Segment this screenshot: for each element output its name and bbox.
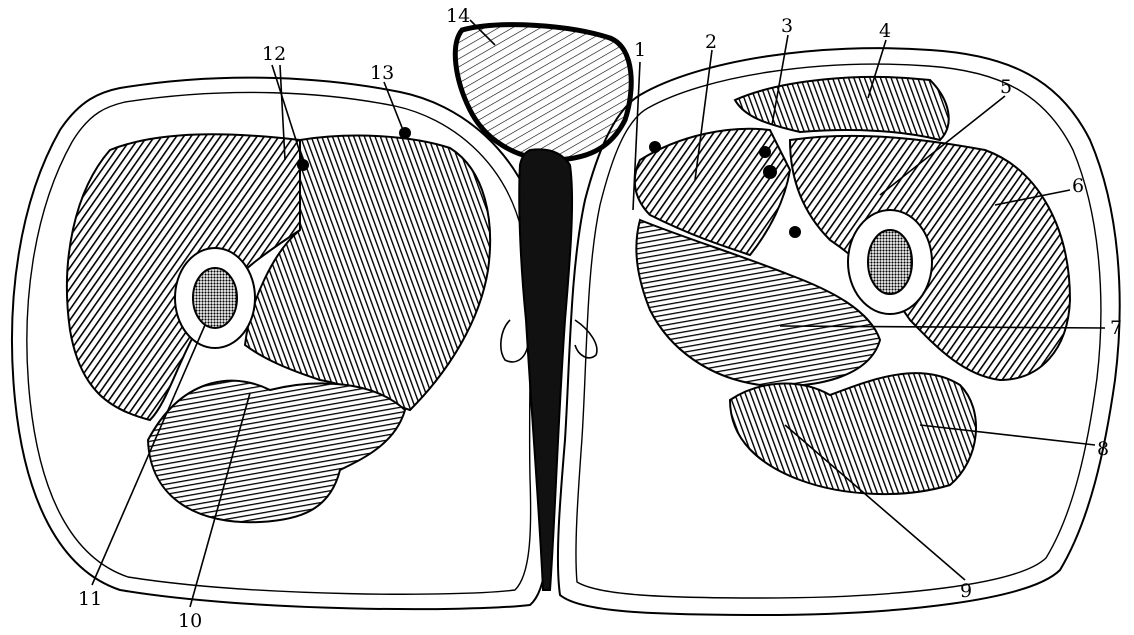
- right-femoral-vessel-b: [763, 165, 777, 179]
- left-saphenous-vein: [399, 127, 411, 139]
- label-10: 10: [178, 610, 202, 632]
- right-saphenous-vein: [649, 141, 661, 153]
- penis-root: [519, 149, 572, 590]
- right-thigh: [558, 48, 1120, 615]
- label-6: 6: [1072, 175, 1084, 197]
- label-12: 12: [262, 43, 286, 65]
- left-femur-marrow: [193, 268, 237, 328]
- label-4: 4: [879, 20, 891, 42]
- label-14: 14: [446, 5, 470, 27]
- label-8: 8: [1097, 438, 1109, 460]
- leader-13: [384, 82, 403, 130]
- label-11: 11: [78, 588, 102, 610]
- perineal-fold-left: [501, 320, 528, 362]
- label-13: 13: [370, 62, 394, 84]
- right-hamstrings: [730, 373, 976, 494]
- right-femur-marrow: [868, 230, 912, 294]
- label-2: 2: [705, 31, 717, 53]
- label-3: 3: [781, 15, 793, 37]
- left-hamstrings: [148, 381, 405, 523]
- right-femoral-vessel-c: [789, 226, 801, 238]
- midline-structures: [455, 25, 631, 590]
- right-femoral-vessel-a: [759, 146, 771, 158]
- label-1: 1: [634, 39, 646, 61]
- label-5: 5: [1000, 76, 1012, 98]
- left-thigh: [12, 78, 549, 610]
- label-7: 7: [1110, 317, 1122, 339]
- label-9: 9: [960, 580, 972, 602]
